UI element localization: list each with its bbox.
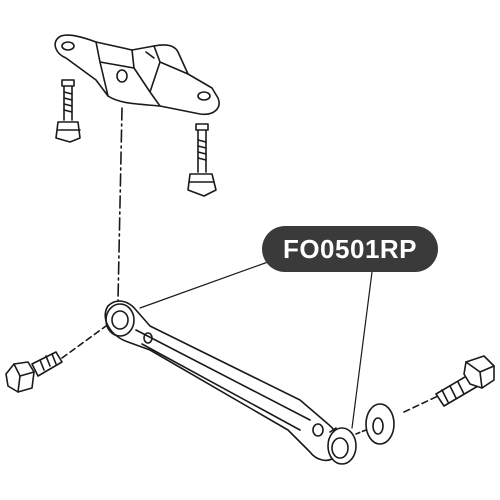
alignment-line xyxy=(117,107,123,301)
right-bolt xyxy=(403,355,495,413)
arm-bushing-right xyxy=(327,427,357,465)
washer xyxy=(355,403,395,445)
leader-lines xyxy=(139,261,373,429)
mounting-bracket xyxy=(54,34,220,116)
bracket-bolt-right xyxy=(187,123,217,197)
left-bolt xyxy=(5,325,107,393)
bracket-bolt-left xyxy=(55,79,81,143)
control-arm xyxy=(104,300,341,462)
part-number-label: FO0501RP xyxy=(262,226,438,272)
